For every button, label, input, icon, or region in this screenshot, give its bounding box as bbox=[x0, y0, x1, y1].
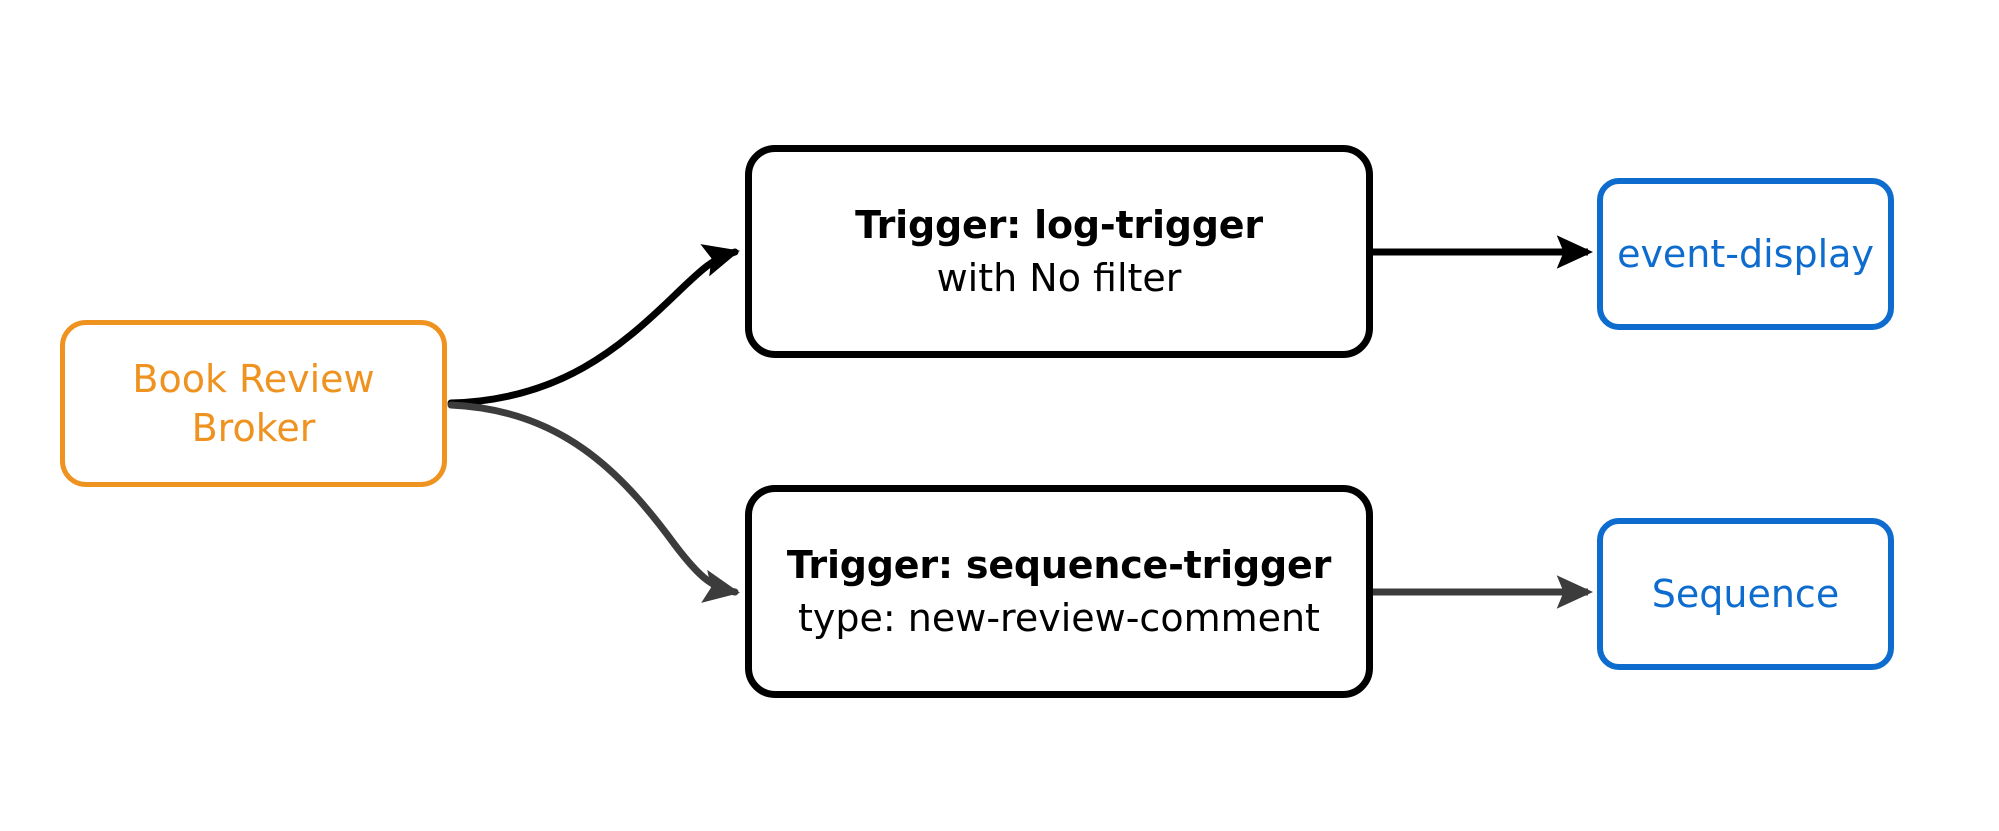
sequence-trigger-title: Trigger: sequence-trigger bbox=[786, 542, 1332, 587]
broker-label-line1: Book Review bbox=[132, 356, 375, 401]
broker-label-line2: Broker bbox=[191, 405, 316, 450]
node-sequence-trigger[interactable]: Trigger: sequence-trigger type: new-revi… bbox=[745, 485, 1373, 698]
event-display-label: event-display bbox=[1617, 231, 1874, 276]
node-book-review-broker[interactable]: Book Review Broker bbox=[60, 320, 447, 487]
log-trigger-title: Trigger: log-trigger bbox=[855, 202, 1263, 247]
node-event-display[interactable]: event-display bbox=[1597, 178, 1894, 330]
edge-broker-to-log-trigger bbox=[447, 244, 740, 407]
node-sequence[interactable]: Sequence bbox=[1597, 518, 1894, 670]
log-trigger-subtitle: with No filter bbox=[936, 255, 1182, 300]
edge-broker-to-sequence-trigger bbox=[447, 401, 741, 603]
sequence-label: Sequence bbox=[1651, 571, 1840, 616]
node-log-trigger[interactable]: Trigger: log-trigger with No filter bbox=[745, 145, 1373, 358]
sequence-trigger-subtitle: type: new-review-comment bbox=[798, 595, 1320, 640]
